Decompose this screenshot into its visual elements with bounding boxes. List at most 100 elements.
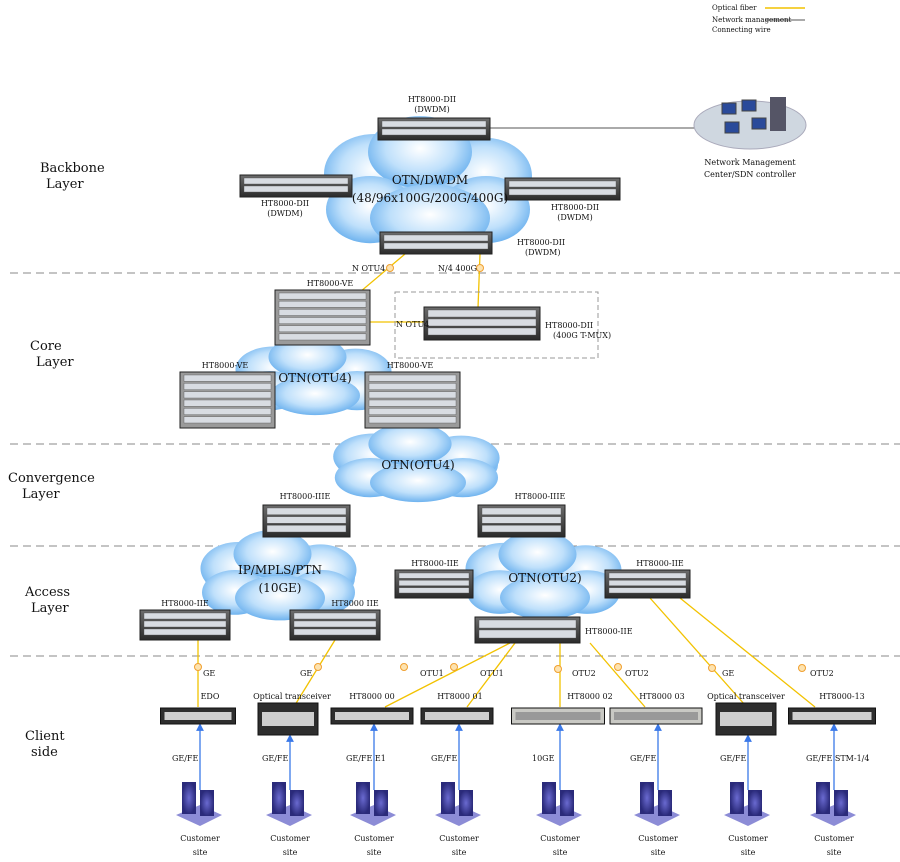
device-label: HT8000-IIE: [411, 559, 459, 568]
device-label: HT8000-VE: [202, 361, 249, 370]
customer-site-label-2: site: [193, 848, 208, 857]
service-label: GE/FE: [262, 754, 288, 763]
cloud-puff: [370, 462, 466, 503]
device-slot: [183, 408, 272, 415]
client-device-panel: [335, 712, 409, 720]
cloud-label: OTN(OTU4): [381, 458, 454, 472]
customer-site-label-2: site: [827, 848, 842, 857]
customer-site-label-2: site: [741, 848, 756, 857]
device-slot: [368, 383, 457, 390]
device-slot: [278, 292, 367, 300]
port-marker: [314, 663, 322, 671]
client-device-2: [330, 707, 414, 725]
cloud-sublabel: (48/96x100G/200G/400G): [352, 191, 508, 205]
device-slot: [398, 572, 470, 579]
legend-management-label: Network management: [712, 16, 792, 24]
network-device-13: [604, 569, 691, 599]
device-slot: [278, 309, 367, 316]
cloud-label: OTN/DWDM: [392, 173, 468, 187]
legend-management-label-2: Connecting wire: [712, 26, 771, 34]
network-device-11: [289, 609, 381, 641]
customer-site-label: Customer: [180, 834, 220, 843]
device-sublabel: (DWDM): [414, 105, 449, 114]
building-tower: [834, 790, 848, 816]
device-slot: [608, 572, 687, 579]
device-label: HT8000 IIE: [331, 599, 379, 608]
cloud-puff: [235, 575, 325, 621]
optical-fiber-link: [466, 642, 516, 708]
client-device-panel: [164, 712, 232, 720]
client-device-panel: [262, 712, 314, 726]
device-slot: [368, 416, 457, 424]
device-label: HT8000-DII: [517, 238, 565, 247]
device-label: HT8000-DII: [408, 95, 456, 104]
device-slot: [183, 399, 272, 407]
cloud-sublabel: (10GE): [259, 581, 302, 595]
port-marker: [386, 264, 394, 272]
customer-site-label-2: site: [452, 848, 467, 857]
client-device-0: [160, 707, 236, 725]
device-sublabel: (400G T-MUX): [553, 331, 611, 340]
device-label: HT8000-IIE: [585, 627, 633, 636]
device-slot: [608, 587, 687, 594]
server-icon: [770, 97, 786, 131]
service-label: GE/FE STM-1/4: [806, 754, 869, 763]
device-slot: [508, 188, 617, 196]
optical-fiber-link: [477, 253, 481, 309]
customer-site-label-2: site: [283, 848, 298, 857]
device-slot: [383, 242, 489, 250]
client-device-3: [420, 707, 494, 725]
building-icon: [266, 782, 312, 826]
client-device-panel: [425, 712, 489, 720]
device-label: HT8000-DII: [545, 321, 593, 330]
device-slot: [368, 391, 457, 399]
network-device-10: [139, 609, 231, 641]
device-slot: [266, 516, 347, 524]
building-tower: [542, 782, 556, 814]
network-device-0: [377, 117, 491, 141]
device-label: HT8000-DII: [261, 199, 309, 208]
building-tower: [459, 790, 473, 816]
computer-icon: [721, 102, 737, 115]
optical-fiber-link: [384, 642, 511, 708]
uplink-label: GE: [300, 669, 312, 678]
device-slot: [243, 185, 349, 193]
device-slot: [293, 620, 377, 628]
client-device-label: HT8000-13: [819, 692, 865, 701]
link-label: N OTU4: [396, 320, 429, 329]
device-sublabel: (DWDM): [557, 213, 592, 222]
client-device-label: Optical transceiver: [253, 692, 331, 701]
uplink-label: OTU1: [480, 669, 504, 678]
customer-site-label: Customer: [354, 834, 394, 843]
client-device-label: EDO: [201, 692, 220, 701]
uplink-label: OTU2: [810, 669, 834, 678]
cloud-3: [200, 530, 357, 621]
network-device-5: [423, 306, 541, 341]
device-slot: [427, 318, 537, 327]
cloud-label: OTN(OTU4): [278, 371, 351, 385]
network-device-1: [239, 174, 353, 198]
layer-label-2: Convergence: [8, 471, 95, 486]
customer-site-label: Customer: [270, 834, 310, 843]
device-slot: [143, 620, 227, 628]
customer-site-label-2: site: [367, 848, 382, 857]
client-device-panel: [515, 712, 601, 720]
device-slot: [243, 177, 349, 185]
building-tower: [200, 790, 214, 816]
client-device-label: HT8000 00: [349, 692, 394, 701]
device-slot: [427, 327, 537, 336]
cloud-puff: [233, 530, 312, 578]
port-marker: [798, 664, 806, 672]
device-label: HT8000-VE: [387, 361, 434, 370]
building-tower: [290, 790, 304, 816]
network-device-4: [274, 289, 371, 346]
port-marker: [614, 663, 622, 671]
building-tower: [374, 790, 388, 816]
service-label: 10GE: [532, 754, 555, 763]
layer-label-4: Client: [25, 729, 65, 744]
customer-site-label: Customer: [728, 834, 768, 843]
client-device-1: [257, 702, 319, 736]
device-slot: [608, 580, 687, 586]
